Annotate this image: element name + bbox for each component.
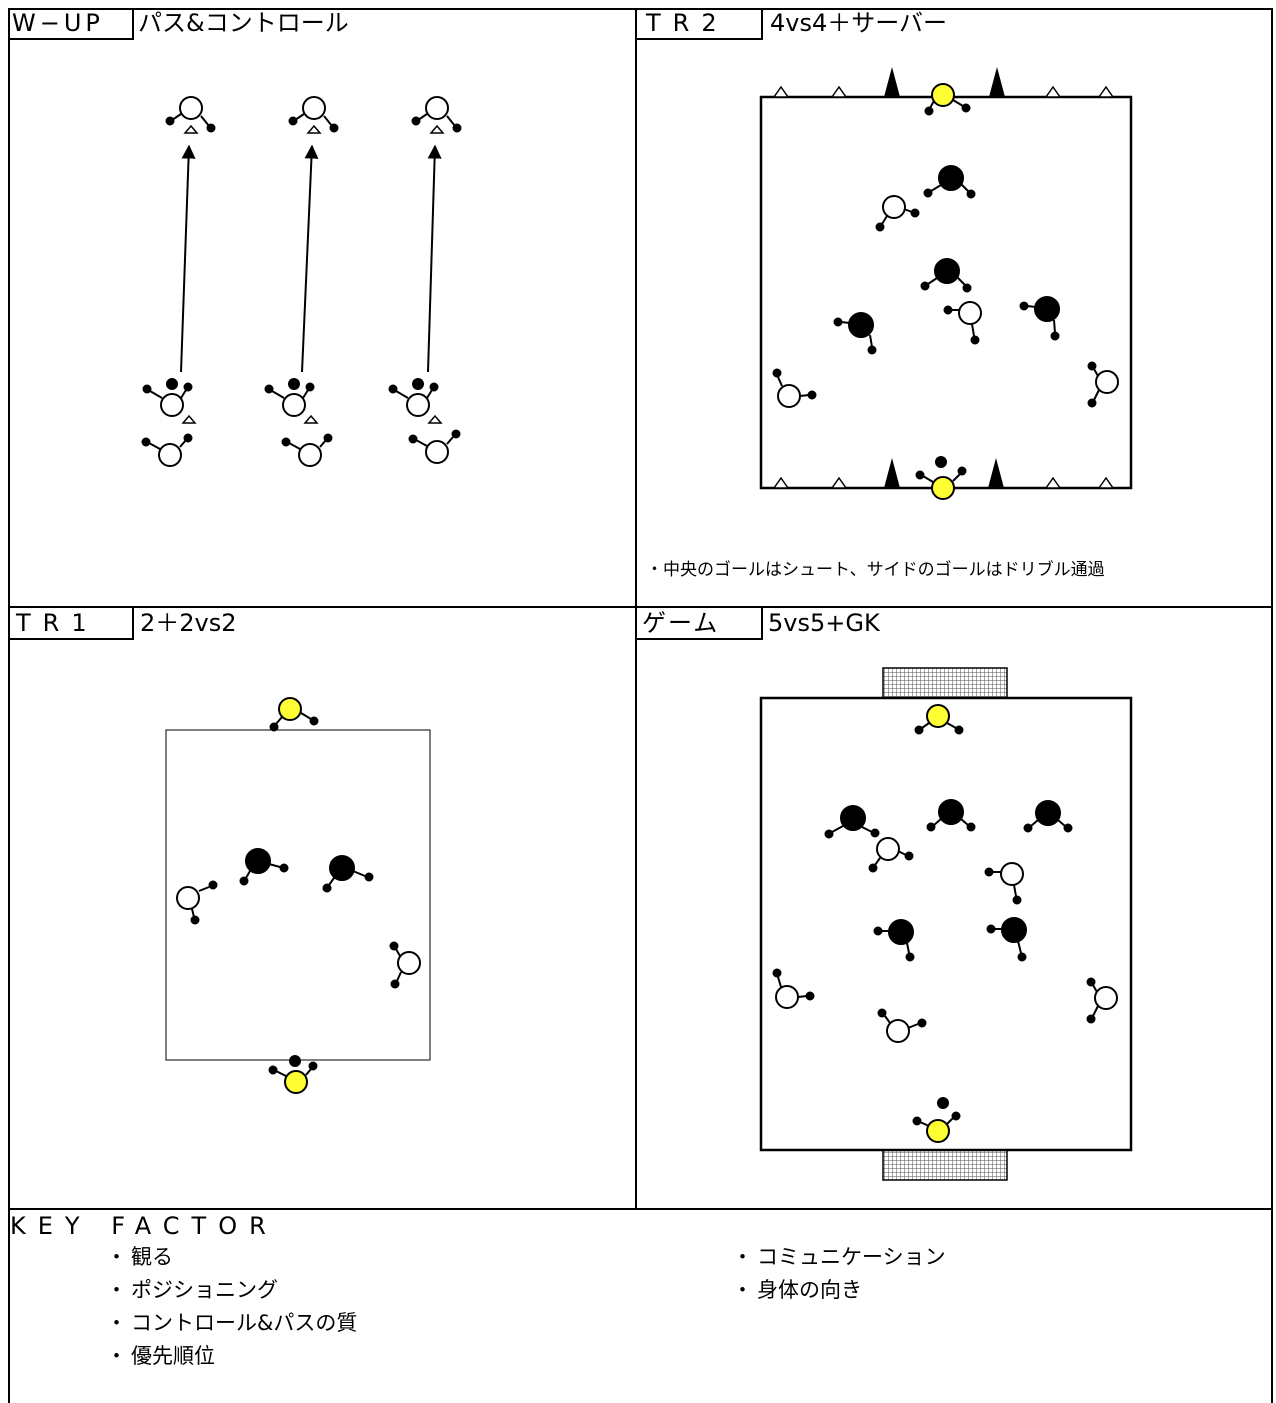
tr2-tag: TR2 <box>646 9 729 37</box>
game-pitch <box>759 696 1133 1152</box>
game-black-player <box>986 917 1027 962</box>
tr2-server-top <box>924 83 971 116</box>
tr2-black-player <box>920 258 972 293</box>
grid-left-border <box>8 8 10 1403</box>
game-goalkeeper <box>912 1097 961 1143</box>
wup-passer <box>388 378 443 424</box>
game-goalkeeper <box>914 704 964 735</box>
tr2-note: ・中央のゴールはシュート、サイドのゴールはドリブル通過 <box>646 560 1105 580</box>
tr1-white-player <box>389 941 421 989</box>
tr1-tag-box <box>8 608 134 640</box>
tr2-side-cone <box>772 85 1115 489</box>
wup-waiting-player <box>281 433 333 467</box>
game-white-player <box>868 837 914 873</box>
game-black-player <box>824 805 880 839</box>
wup-receiver <box>288 96 339 134</box>
game-black-player <box>1023 800 1073 833</box>
tr2-white-player <box>875 195 920 232</box>
tr1-server-bottom <box>268 1055 318 1094</box>
wup-receiver <box>165 96 216 134</box>
tr1-tag: TR1 <box>16 609 99 637</box>
tr2-tag-box <box>637 8 763 40</box>
wup-diagram <box>141 96 462 467</box>
wup-pass-arrow <box>180 144 196 373</box>
tr2-goal-post <box>884 67 1005 488</box>
tr2-white-player <box>1087 361 1119 408</box>
tr1-black-player <box>322 855 374 893</box>
key-factor-left-list: 観る ポジショニング コントロール&パスの質 優先順位 <box>106 1241 357 1373</box>
game-white-player <box>1086 977 1118 1024</box>
game-goal-top <box>882 667 1008 699</box>
wup-pass-arrow <box>427 144 442 373</box>
wup-tag-box <box>8 8 134 40</box>
tr2-server-bottom <box>915 456 967 500</box>
tr2-diagram <box>759 67 1133 500</box>
wup-passer <box>264 378 319 424</box>
tr1-white-player <box>176 880 218 925</box>
tr2-black-player <box>923 165 976 199</box>
grid-right-border <box>1271 8 1273 1403</box>
game-tag-box <box>637 608 763 640</box>
tr2-white-player <box>772 368 817 408</box>
wup-receiver <box>411 96 462 134</box>
tr2-black-player <box>1019 296 1060 341</box>
wup-waiting-player <box>408 429 461 464</box>
tr1-server-top <box>269 697 319 732</box>
key-factor-item: コントロール&パスの質 <box>106 1307 357 1340</box>
wup-waiting-player <box>141 433 193 467</box>
key-factor-item: ポジショニング <box>106 1274 357 1307</box>
grid-center-divider <box>635 8 637 1210</box>
game-goal-bottom <box>882 1149 1008 1181</box>
game-black-player <box>926 799 976 832</box>
game-white-player <box>984 862 1024 905</box>
tr1-black-player <box>239 848 289 886</box>
key-factor-item: コミュニケーション <box>732 1241 946 1274</box>
grid-bottom-divider <box>8 1208 1273 1210</box>
key-factor-title: KEY FACTOR <box>10 1212 278 1240</box>
tr2-black-player <box>833 312 877 355</box>
game-diagram <box>759 667 1133 1181</box>
key-factor-right-list: コミュニケーション 身体の向き <box>732 1241 946 1307</box>
wup-title: パス&コントロール <box>138 9 349 37</box>
wup-pass-arrow <box>301 144 319 373</box>
tr1-diagram <box>165 697 431 1094</box>
key-factor-item: 優先順位 <box>106 1340 357 1373</box>
game-tag: ゲーム <box>642 609 720 637</box>
tr2-white-player <box>943 301 982 345</box>
grid-top-border <box>8 8 1273 10</box>
wup-tag: W−UP <box>12 9 104 37</box>
tr1-title: 2＋2vs2 <box>140 609 237 637</box>
game-black-player <box>873 919 915 962</box>
key-factor-item: 観る <box>106 1241 357 1274</box>
grid-middle-divider <box>8 606 1273 608</box>
game-title: 5vs5+GK <box>768 609 880 637</box>
tr2-title: 4vs4＋サーバー <box>770 9 948 37</box>
key-factor-item: 身体の向き <box>732 1274 946 1307</box>
game-white-player <box>877 1008 927 1043</box>
game-white-player <box>772 968 815 1009</box>
wup-passer <box>142 378 197 424</box>
